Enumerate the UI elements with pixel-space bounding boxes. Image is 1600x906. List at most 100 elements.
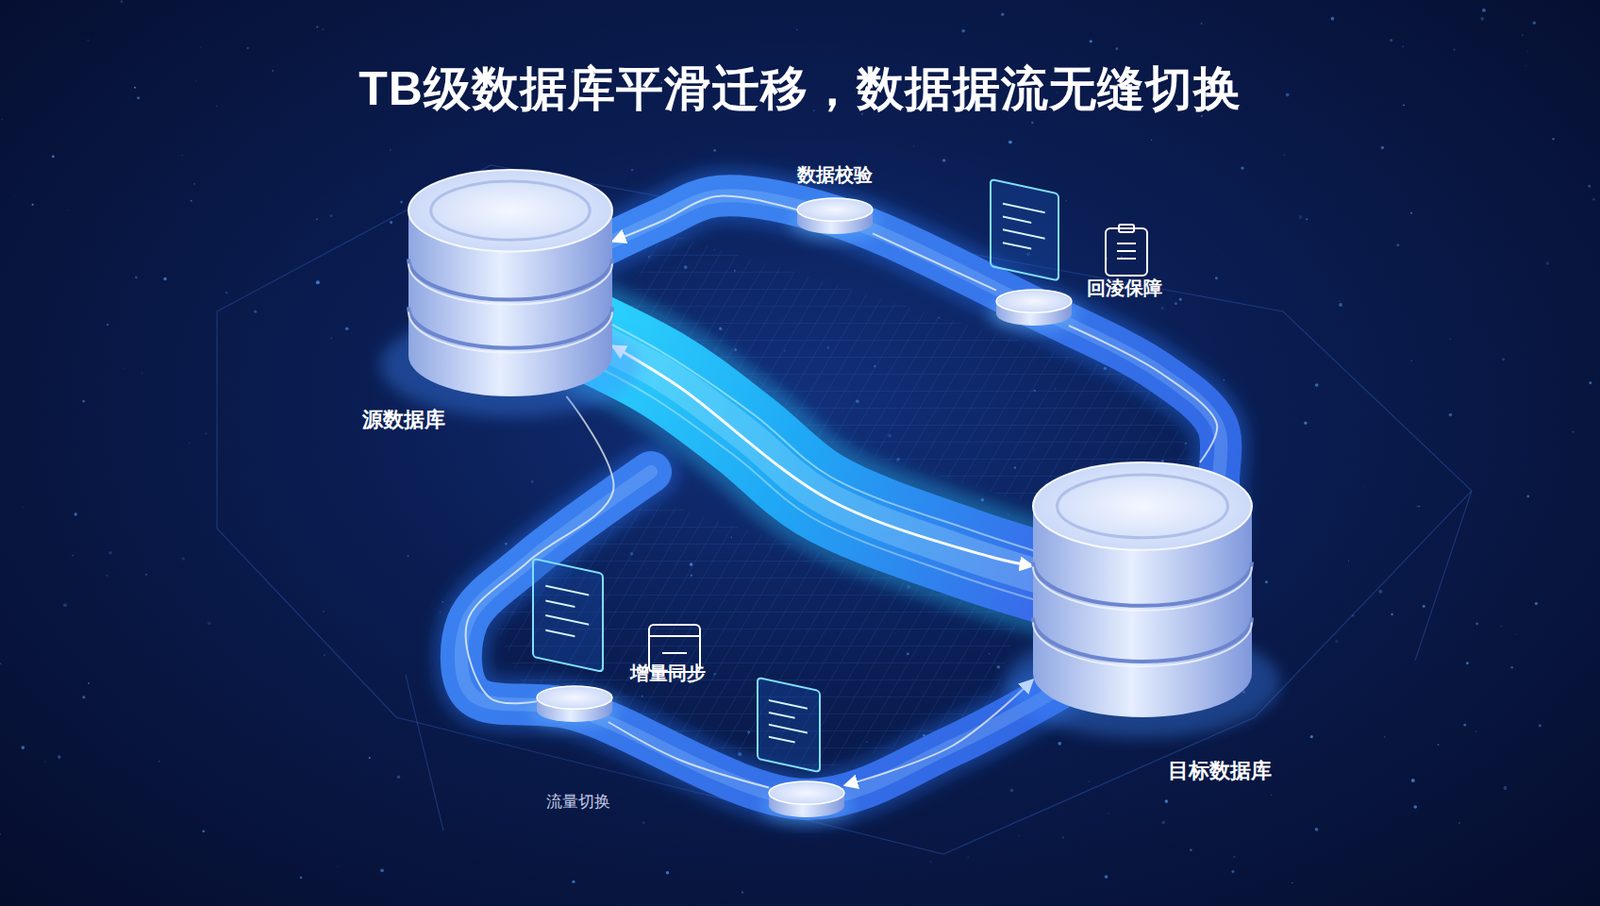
star-dot [1150, 139, 1152, 141]
star-dot [1410, 360, 1413, 363]
star-dot [123, 367, 125, 369]
star-dot [1240, 166, 1244, 169]
star-dot [389, 220, 393, 224]
star-dot [1157, 812, 1160, 815]
star-dot [141, 372, 143, 374]
star-dot [796, 29, 798, 31]
star-dot [1161, 820, 1166, 825]
migration-flow [612, 345, 1034, 566]
star-dot [1174, 301, 1178, 305]
icon-line [768, 700, 808, 709]
star-dot [1031, 121, 1034, 124]
icon-line [1116, 250, 1136, 252]
star-dot [1305, 217, 1308, 220]
star-dot [1453, 49, 1456, 51]
star-dot [0, 833, 1, 835]
star-dot [1338, 302, 1343, 307]
star-dot [136, 96, 140, 100]
cylinder-ring [1057, 474, 1229, 538]
node-label: 源数据库 [362, 407, 446, 433]
star-dot [44, 760, 46, 762]
star-dot [330, 214, 334, 217]
star-dot [128, 97, 130, 99]
star-dot [713, 149, 717, 152]
star-dot [1315, 827, 1319, 832]
star-dot [106, 323, 109, 326]
platform-line [216, 165, 1472, 854]
star-dot [1010, 787, 1015, 792]
star-dot [1449, 337, 1451, 340]
star-dot [1089, 39, 1093, 43]
star-dot [930, 860, 933, 863]
star-dot [531, 480, 534, 484]
star-dot [87, 682, 90, 684]
star-dot [1216, 248, 1219, 250]
database-node: 目标数据库 [1033, 462, 1252, 717]
icon-line [768, 712, 796, 718]
star-dot [1422, 604, 1426, 608]
icon-frame [757, 677, 820, 772]
star-dot [193, 183, 196, 185]
star-dot [182, 556, 185, 560]
star-dot [1389, 38, 1393, 42]
star-dot [31, 203, 34, 206]
star-dot [1390, 613, 1393, 616]
icon-frame [533, 558, 603, 672]
star-dot [13, 194, 16, 197]
loop-connector [1068, 325, 1217, 463]
clipboard-icon [1105, 224, 1148, 276]
star-dot [1592, 198, 1596, 201]
star-dot [225, 291, 228, 294]
star-dot [1285, 93, 1290, 98]
star-dot [631, 168, 634, 172]
star-dot [1413, 804, 1417, 809]
star-dot [63, 602, 67, 607]
loop-connector [466, 396, 615, 703]
star-dot [194, 80, 197, 83]
star-dot [1587, 184, 1591, 188]
step-node: 流量切换 [768, 781, 845, 817]
star-dot [966, 855, 968, 857]
star-dot [51, 154, 55, 158]
star-dot [22, 506, 25, 509]
star-dot [1057, 741, 1062, 746]
star-dot [1200, 22, 1203, 25]
cylinder-seam-light [1033, 566, 1252, 610]
star-dot [666, 870, 669, 874]
cylinder-seam-light [408, 263, 613, 304]
star-dot [1381, 146, 1385, 150]
loop-connector [612, 196, 798, 242]
node-label: 目标数据库 [1167, 758, 1272, 784]
star-dot [1402, 103, 1405, 106]
star-dot [942, 158, 947, 163]
star-dot [1348, 560, 1350, 562]
star-dot [1200, 115, 1203, 117]
star-dot [1521, 33, 1523, 35]
star-dot [913, 145, 915, 147]
star-dot [1215, 276, 1218, 280]
star-dot [380, 867, 384, 872]
icon-line [1116, 257, 1136, 260]
star-dot [181, 154, 184, 157]
star-dot [1088, 781, 1090, 783]
star-dot [1572, 431, 1575, 434]
star-dot [1525, 65, 1527, 67]
node-label: 回淩保障 [1086, 276, 1163, 300]
star-dot [1526, 495, 1530, 499]
star-dot [1017, 833, 1020, 836]
disc-top [536, 685, 613, 709]
icon-line [1116, 242, 1136, 245]
node-label: 数据校验 [797, 163, 873, 186]
disc-top [797, 198, 873, 221]
star-dot [1165, 799, 1169, 803]
star-dot [158, 760, 161, 763]
star-dot [57, 754, 62, 759]
disc-node [996, 289, 1072, 326]
star-dot [1515, 633, 1517, 634]
star-dot [337, 866, 339, 867]
star-dot [82, 695, 85, 699]
star-dot [200, 46, 202, 49]
star-dot [66, 209, 68, 211]
star-dot [1189, 848, 1193, 851]
